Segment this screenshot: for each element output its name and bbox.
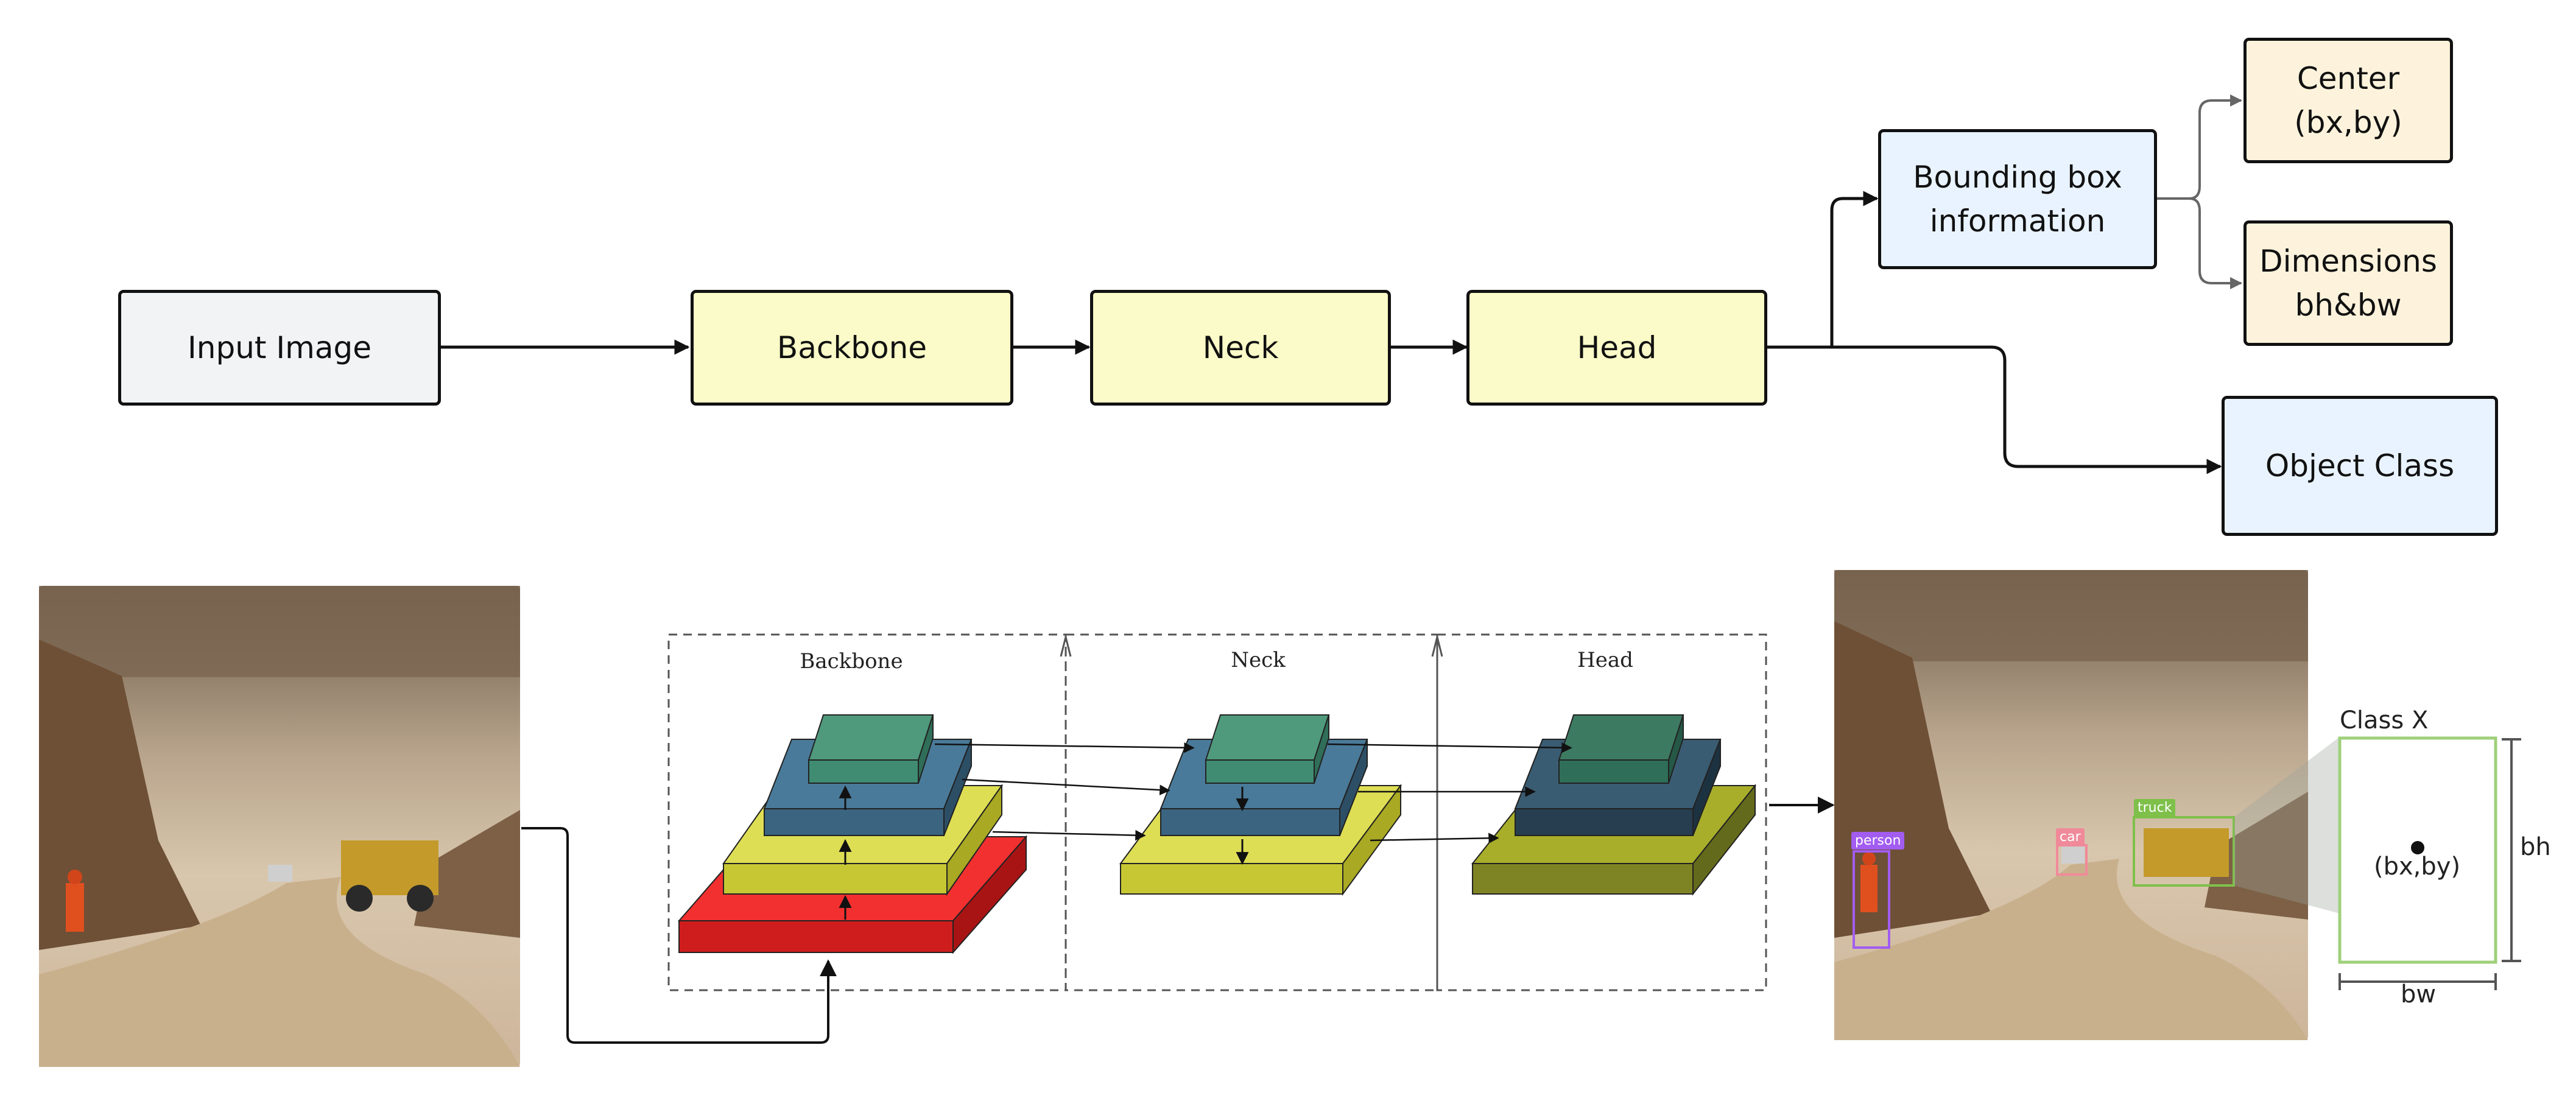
arrow-photo-to-backbone [521, 827, 837, 1044]
head-box: Head [1466, 290, 1767, 406]
person-tag: person [1851, 832, 1905, 850]
class-x-label: Class X [2340, 706, 2429, 734]
bounding-box-info-label: Bounding box information [1913, 159, 2122, 239]
backbone-box: Backbone [691, 290, 1013, 406]
output-photo [1834, 570, 2308, 1040]
bw-label: bw [2401, 980, 2437, 1008]
backbone-pyramid [677, 714, 1028, 954]
arch-neck-label: Neck [1231, 648, 1286, 672]
bbox-center-label: (bx,by) [2374, 853, 2461, 881]
bbox-split-connectors [2156, 94, 2242, 289]
head-pyramid [1471, 714, 1757, 896]
neck-pyramid [1119, 714, 1402, 896]
bh-label: bh [2520, 833, 2551, 861]
head-frame [1436, 633, 1767, 991]
arrow-head-to-class [1832, 345, 2222, 474]
flow-connectors [440, 191, 2222, 474]
truck-detection-box [2133, 816, 2235, 887]
zoom-callout [2234, 737, 2340, 913]
rock-pile-right [414, 810, 520, 938]
architecture-frames [667, 633, 1767, 991]
input-image-label: Input Image [188, 329, 371, 365]
center-box: Center (bx,by) [2243, 38, 2453, 163]
height-dimension-line [2502, 738, 2521, 962]
neck-box: Neck [1090, 290, 1391, 406]
arrow-bbox-to-center [2156, 94, 2242, 200]
distant-car [268, 865, 292, 882]
arrow-head-to-bbox [1766, 191, 1879, 349]
car-tag: car [2056, 828, 2085, 846]
neck-box-label: Neck [1202, 329, 1279, 365]
input-photo [39, 586, 520, 1067]
frame-up-marks [1060, 636, 1443, 657]
arrow-bbox-to-dimensions [2189, 197, 2242, 289]
width-dimension-line [2338, 973, 2497, 990]
arch-backbone-label: Backbone [800, 649, 903, 674]
object-class-label: Object Class [2265, 448, 2455, 484]
dirt-road [39, 877, 520, 1067]
detection-boxes [1853, 816, 2235, 949]
dimensions-box: Dimensions bh&bw [2243, 220, 2453, 346]
worker-figure [66, 883, 84, 932]
object-class-box: Object Class [2222, 396, 2498, 536]
arch-head-label: Head [1577, 648, 1633, 672]
bounding-box-info-box: Bounding box information [1878, 129, 2157, 269]
head-box-label: Head [1577, 329, 1657, 365]
truck-tag: truck [2134, 799, 2176, 817]
input-image-box: Input Image [118, 290, 441, 406]
backbone-box-label: Backbone [776, 329, 927, 365]
person-detection-box [1853, 850, 1890, 949]
lateral-connections [934, 742, 1572, 844]
dimensions-label: Dimensions bh&bw [2259, 243, 2437, 323]
center-label: Center (bx,by) [2294, 60, 2402, 141]
center-point [2411, 841, 2424, 854]
